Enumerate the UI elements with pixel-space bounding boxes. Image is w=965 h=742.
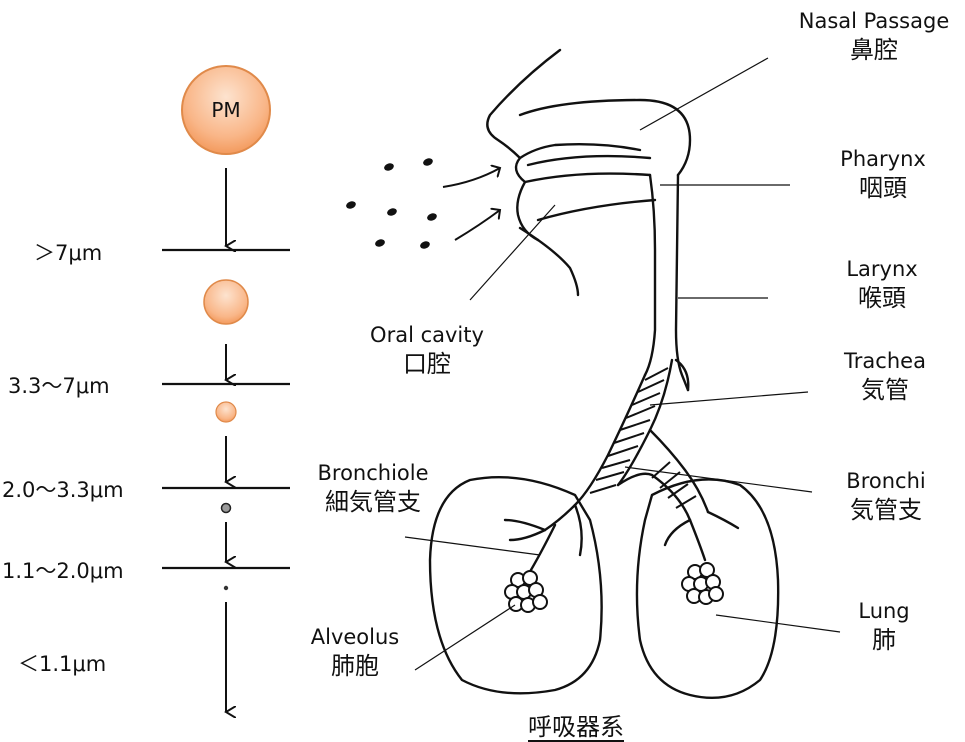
label-trachea: Trachea 気管 xyxy=(830,348,940,405)
label-larynx-en: Larynx xyxy=(832,256,932,283)
label-pharynx: Pharynx 咽頭 xyxy=(828,146,938,203)
label-pharynx-ja: 咽頭 xyxy=(828,173,938,203)
size-label-2-0-to-3-3um: 2.0～3.3μm xyxy=(2,474,124,504)
pm-label: PM xyxy=(211,98,240,122)
size-label-1-1-to-2-0um: 1.1～2.0μm xyxy=(2,555,124,585)
label-bronchiole: Bronchiole 細気管支 xyxy=(298,460,448,517)
label-pharynx-en: Pharynx xyxy=(828,146,938,173)
label-lung-ja: 肺 xyxy=(844,625,924,655)
trachea-rings xyxy=(590,368,696,508)
leader-bronchi xyxy=(625,467,812,492)
label-oral-cavity-en: Oral cavity xyxy=(352,322,502,349)
label-lung-en: Lung xyxy=(844,598,924,625)
pm-particle-medium xyxy=(204,280,248,324)
alveoli-right xyxy=(682,563,723,604)
label-nasal-passage: Nasal Passage 鼻腔 xyxy=(784,8,964,65)
label-bronchi-en: Bronchi xyxy=(826,468,946,495)
label-oral-cavity-ja: 口腔 xyxy=(352,349,502,379)
leader-alveolus xyxy=(415,605,515,670)
size-label-over-7um: ＞7μm xyxy=(34,237,102,267)
label-trachea-en: Trachea xyxy=(830,348,940,375)
label-alveolus: Alveolus 肺胞 xyxy=(290,624,420,681)
pm-particle-ultrafine xyxy=(224,586,228,590)
leader-nasal-passage xyxy=(640,58,768,130)
size-label-under-1-1um: ＜1.1μm xyxy=(18,648,106,678)
label-nasal-passage-en: Nasal Passage xyxy=(784,8,964,35)
size-label-3-3-to-7um: 3.3～7μm xyxy=(8,370,110,400)
pm-particle-tiny xyxy=(222,504,231,513)
pm-particle-small xyxy=(216,402,236,422)
label-larynx: Larynx 喉頭 xyxy=(832,256,932,313)
label-nasal-passage-ja: 鼻腔 xyxy=(784,35,964,65)
size-cascade: PM xyxy=(162,66,290,712)
label-lung: Lung 肺 xyxy=(844,598,924,655)
alveoli-left xyxy=(505,571,547,612)
label-alveolus-ja: 肺胞 xyxy=(290,651,420,681)
label-alveolus-en: Alveolus xyxy=(290,624,420,651)
label-larynx-ja: 喉頭 xyxy=(832,283,932,313)
label-bronchiole-ja: 細気管支 xyxy=(298,487,448,517)
label-bronchi: Bronchi 気管支 xyxy=(826,468,946,525)
label-bronchiole-en: Bronchiole xyxy=(298,460,448,487)
label-trachea-ja: 気管 xyxy=(830,375,940,405)
label-oral-cavity: Oral cavity 口腔 xyxy=(352,322,502,379)
inhaled-particles xyxy=(345,157,438,250)
label-bronchi-ja: 気管支 xyxy=(826,495,946,525)
diagram-title: 呼吸器系 xyxy=(528,707,624,742)
leader-oral-cavity xyxy=(470,205,555,300)
inhale-arrows xyxy=(443,168,500,240)
leader-trachea xyxy=(650,392,808,405)
